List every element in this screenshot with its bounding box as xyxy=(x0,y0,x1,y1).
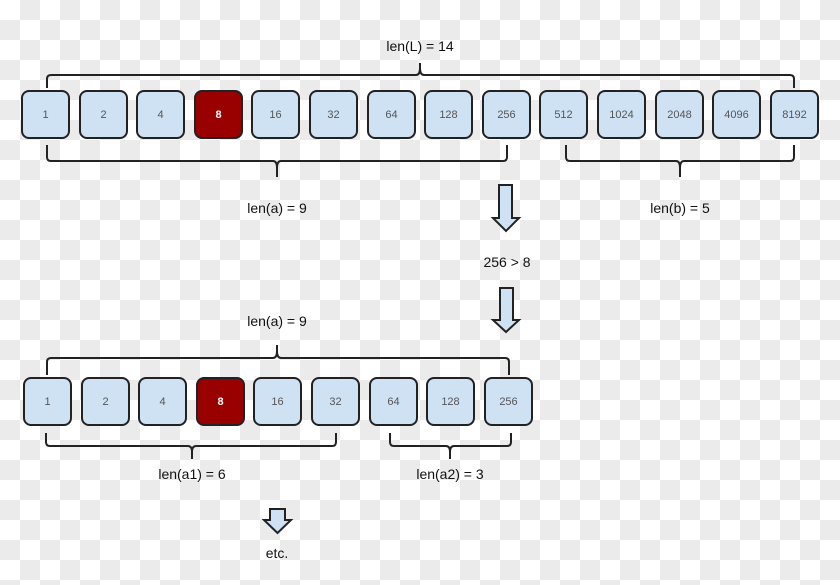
down-arrow-icon xyxy=(490,184,522,233)
list-item: 256 xyxy=(484,377,533,426)
list-item: 32 xyxy=(309,90,358,139)
down-arrow-icon xyxy=(490,287,522,334)
list-item: 1024 xyxy=(597,90,646,139)
brace-len-a2 xyxy=(389,433,512,459)
list-item: 64 xyxy=(369,377,418,426)
list-item: 512 xyxy=(539,90,588,139)
list-item: 1 xyxy=(21,90,70,139)
list-item: 4 xyxy=(138,377,187,426)
label-etc: etc. xyxy=(265,545,289,561)
list-item: 4 xyxy=(136,90,185,139)
label-len-L: len(L) = 14 xyxy=(386,38,454,54)
label-comparison: 256 > 8 xyxy=(483,254,531,270)
brace-len-a-top xyxy=(46,145,508,177)
list-item: 8192 xyxy=(770,90,819,139)
list-item: 64 xyxy=(367,90,416,139)
label-len-a-bottom: len(a) = 9 xyxy=(247,313,307,329)
label-len-a2: len(a2) = 3 xyxy=(416,466,484,482)
list-item: 32 xyxy=(311,377,360,426)
label-len-a1: len(a1) = 6 xyxy=(158,466,226,482)
brace-len-a1 xyxy=(45,433,337,459)
list-item: 128 xyxy=(426,377,475,426)
list-item: 2 xyxy=(79,90,128,139)
label-len-b: len(b) = 5 xyxy=(650,200,710,216)
list-item: 1 xyxy=(23,377,72,426)
brace-len-L xyxy=(46,63,795,88)
brace-len-b xyxy=(565,145,795,177)
label-len-a-top: len(a) = 9 xyxy=(247,200,307,216)
list-item: 256 xyxy=(482,90,531,139)
list-item: 128 xyxy=(424,90,473,139)
list-item-highlighted: 8 xyxy=(196,377,245,426)
list-item: 16 xyxy=(251,90,300,139)
list-item: 4096 xyxy=(712,90,761,139)
down-arrow-icon xyxy=(261,508,294,535)
list-item-highlighted: 8 xyxy=(194,90,243,139)
list-item: 16 xyxy=(253,377,302,426)
brace-len-a-bottom xyxy=(46,345,510,375)
list-item: 2048 xyxy=(655,90,704,139)
list-item: 2 xyxy=(81,377,130,426)
